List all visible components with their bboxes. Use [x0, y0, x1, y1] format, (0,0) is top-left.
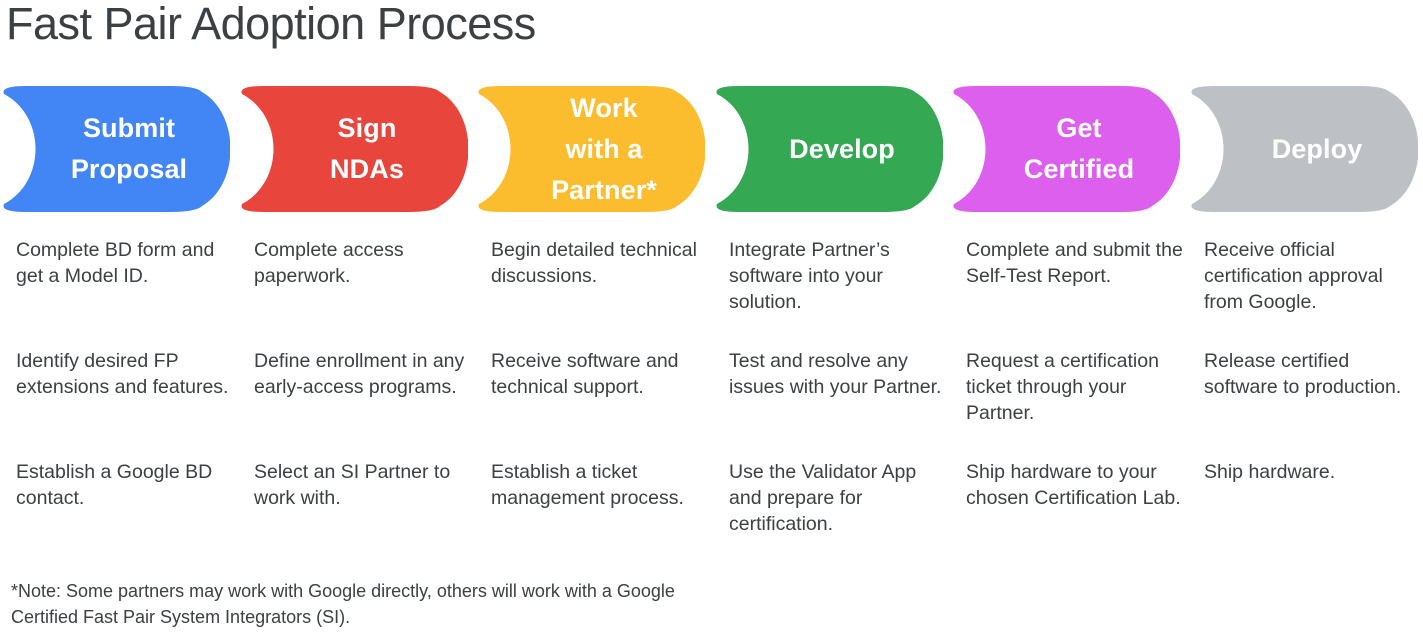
stage-bullet: Release certified software to production… — [1204, 350, 1402, 398]
stage-banner-shape — [478, 86, 705, 212]
stage-bullet: Select an SI Partner to work with. — [254, 461, 451, 509]
stage-bullet: Request a certification ticket through y… — [966, 350, 1159, 424]
stage-banner-label: Develop — [789, 133, 895, 164]
stage-column-sign-ndas: Complete access paperwork. Define enrollm… — [254, 237, 472, 547]
stage-bullet: Begin detailed technical discussions. — [491, 239, 697, 287]
stage-bullet: Establish a Google BD contact. — [16, 461, 213, 509]
stage-bullet: Integrate Partner’s software into your s… — [729, 239, 890, 313]
stage-banner-label: Submit Proposal — [70, 113, 188, 184]
stage-banner-label: Get Certified — [1023, 113, 1135, 184]
stage-banner-shape — [716, 86, 943, 212]
stage-column-develop: Integrate Partner’s software into your s… — [729, 237, 947, 547]
stage-banner-get-certified[interactable]: Get Certified — [950, 86, 1180, 212]
process-stage-columns: Complete BD form and get a Model ID. Iden… — [0, 237, 1423, 547]
stage-bullet: Complete and submit the Self-Test Report… — [966, 239, 1183, 287]
stage-banner-submit-proposal[interactable]: Submit Proposal — [0, 86, 230, 212]
stage-column-get-certified: Complete and submit the Self-Test Report… — [966, 237, 1184, 547]
stage-bullet: Receive software and technical support. — [491, 350, 679, 398]
stage-banner-sign-ndas[interactable]: Sign NDAs — [238, 86, 468, 212]
stage-banner-shape — [241, 86, 468, 212]
stage-bullet: Receive official certification approval … — [1204, 239, 1383, 313]
stage-bullet: Define enrollment in any early-access pr… — [254, 350, 465, 398]
stage-bullet: Test and resolve any issues with your Pa… — [729, 350, 942, 398]
stage-bullet: Complete access paperwork. — [254, 239, 404, 287]
page-title: Fast Pair Adoption Process — [6, 0, 536, 49]
stage-bullet: Ship hardware. — [1204, 461, 1336, 483]
stage-banner-shape — [1191, 86, 1418, 212]
stage-banner-develop[interactable]: Develop — [713, 86, 943, 212]
stage-banner-shape — [3, 86, 230, 212]
stage-banner-label: Sign NDAs — [330, 113, 404, 184]
stage-banner-deploy[interactable]: Deploy — [1188, 86, 1418, 212]
stage-column-work-with-a-partner: Begin detailed technical discussions. Rec… — [491, 237, 709, 547]
stage-bullet: Use the Validator App and prepare for ce… — [729, 461, 917, 535]
footnote-text: *Note: Some partners may work with Googl… — [11, 581, 675, 627]
stage-banner-label: Work with a Partner* — [551, 92, 657, 205]
stage-bullet: Complete BD form and get a Model ID. — [16, 239, 215, 287]
stage-column-submit-proposal: Complete BD form and get a Model ID. Iden… — [16, 237, 234, 547]
stage-bullet: Establish a ticket management process. — [491, 461, 684, 509]
stage-bullet: Identify desired FP extensions and featu… — [16, 350, 229, 398]
stage-bullet: Ship hardware to your chosen Certificati… — [966, 461, 1181, 509]
stage-column-deploy: Receive official certification approval … — [1204, 237, 1422, 547]
stage-banner-label: Deploy — [1271, 133, 1363, 164]
stage-banner-work-with-a-partner[interactable]: Work with a Partner* — [475, 86, 705, 212]
process-stage-banner-row: Submit Proposal Sign NDAs Work with a Part… — [0, 86, 1423, 212]
stage-banner-shape — [953, 86, 1180, 212]
